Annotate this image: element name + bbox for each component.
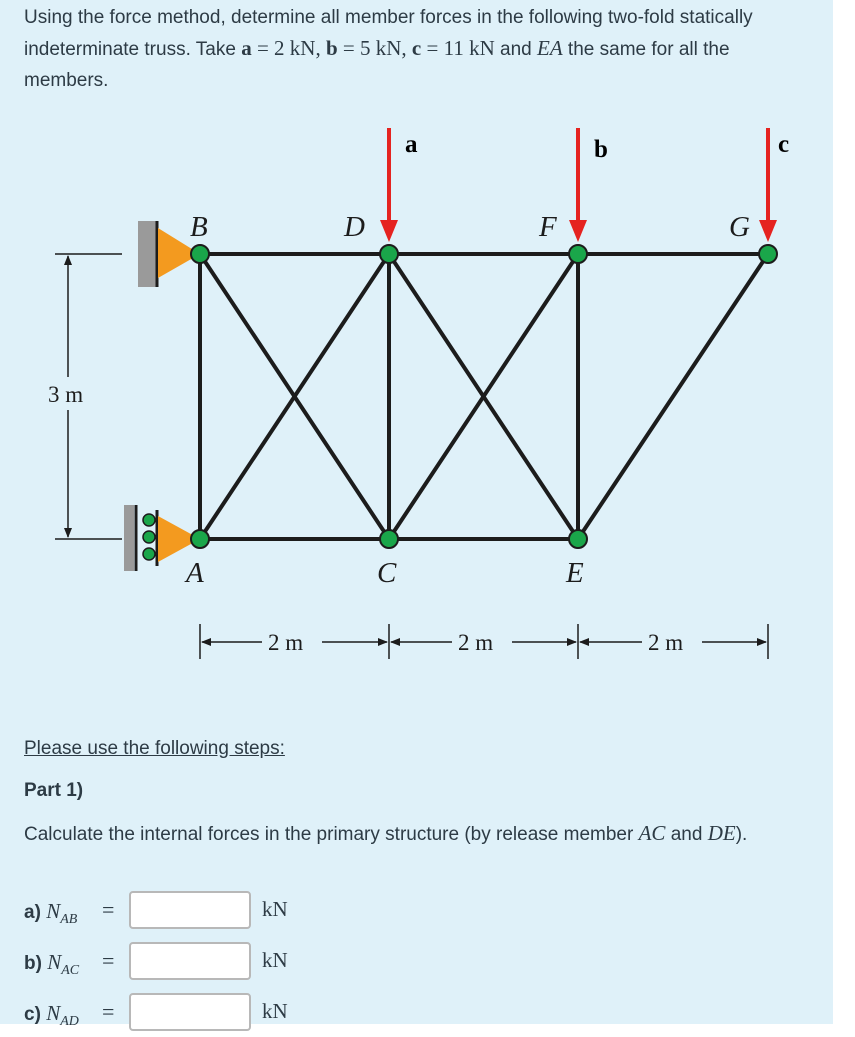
load-label-c: c [778,131,789,158]
node-D [379,244,399,264]
height-dimension [55,253,122,540]
unit-label: kN [262,999,288,1023]
node-label-B: B [190,211,208,243]
span-dimensions [199,624,769,659]
span-label-3: 2 m [648,630,683,655]
node-C [379,529,399,549]
span-label-2: 2 m [458,630,493,655]
load-label-a: a [405,131,418,158]
equals-sign: = [102,948,115,973]
equals-sign: = [102,999,115,1024]
question-text: Using the force method, determine all me… [24,7,753,91]
part-description: Calculate the internal forces in the pri… [24,821,748,845]
node-F [568,244,588,264]
node-G [758,244,778,264]
truss-diagram: a b c B D F G A C E 3 [48,128,789,659]
member-BC [198,252,391,541]
node-label-F: F [538,211,557,243]
answer-label: b) NAC [24,950,80,978]
question-panel: Using the force method, determine all me… [0,0,833,1031]
member-EG [576,252,770,541]
node-label-A: A [184,557,204,589]
answer-label: a) NAB [24,899,78,927]
fixed-support-B [138,221,200,287]
span-label-1: 2 m [268,630,303,655]
unit-label: kN [262,948,288,972]
answer-label: c) NAD [24,1001,79,1029]
unit-label: kN [262,897,288,921]
node-label-E: E [565,557,584,589]
roller-support-A [124,505,200,571]
part-title: Part 1) [24,780,84,801]
member-DE [387,252,580,541]
node-label-G: G [729,211,750,243]
node-A [190,529,210,549]
load-arrows [380,128,777,242]
node-E [568,529,588,549]
node-label-D: D [343,211,365,243]
node-B [190,244,210,264]
answer-input-NAB[interactable] [129,891,251,929]
answer-input-NAC[interactable] [129,942,251,980]
load-label-b: b [594,136,608,163]
truss-members [198,252,770,541]
equals-sign: = [102,897,115,922]
height-label: 3 m [48,382,83,407]
answer-input-NAD[interactable] [129,993,251,1031]
node-label-C: C [377,557,397,589]
truss-nodes [190,244,778,549]
steps-link[interactable]: Please use the following steps: [24,738,285,759]
